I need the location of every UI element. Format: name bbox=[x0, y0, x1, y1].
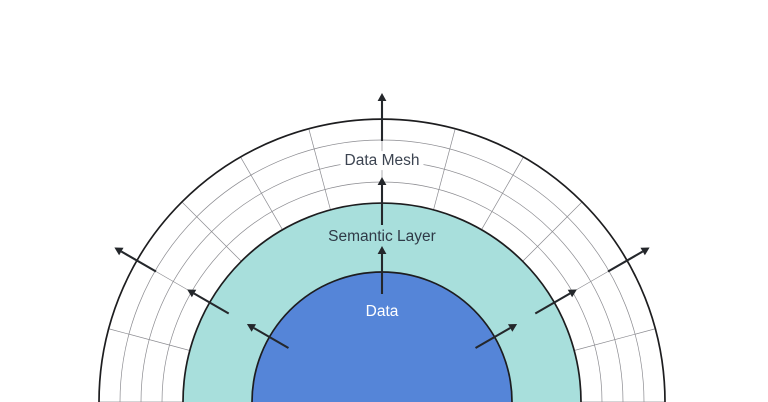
mesh-spoke-45 bbox=[522, 201, 583, 262]
label-backplate-data-mesh bbox=[340, 151, 424, 171]
arrow-shaft bbox=[120, 250, 157, 273]
arrow-shaft bbox=[253, 327, 289, 349]
mesh-spoke-105 bbox=[308, 128, 331, 210]
arrow-shaft bbox=[475, 327, 511, 349]
arrow-data-to-semantic-150 bbox=[246, 324, 289, 349]
mesh-spoke-75 bbox=[433, 128, 456, 210]
arrow-head bbox=[567, 289, 577, 298]
mesh-spoke-120 bbox=[240, 156, 283, 230]
arrow-head bbox=[114, 247, 124, 256]
arrow-semantic-to-mesh-30 bbox=[534, 289, 577, 315]
label-semantic-layer: Semantic Layer bbox=[328, 228, 436, 245]
arrow-mesh-outward-90 bbox=[377, 93, 387, 141]
mesh-spoke-15 bbox=[574, 328, 656, 351]
arrow-head bbox=[187, 289, 197, 298]
arrow-mesh-outward-30 bbox=[607, 247, 650, 273]
arrow-head bbox=[377, 246, 387, 254]
mesh-spoke-165 bbox=[108, 328, 190, 351]
layer-labels: Data Mesh Semantic Layer Data bbox=[328, 152, 436, 320]
arrow-data-to-semantic-90 bbox=[377, 246, 387, 294]
arrow-shaft bbox=[534, 292, 571, 315]
arrow-shaft bbox=[193, 292, 230, 315]
mesh-spoke-60 bbox=[481, 156, 524, 230]
arrow-head bbox=[377, 93, 387, 101]
arrow-data-to-semantic-30 bbox=[475, 324, 518, 349]
arrow-mesh-outward-150 bbox=[114, 247, 157, 273]
layer-fill-data bbox=[252, 272, 512, 402]
arrow-head bbox=[246, 324, 257, 332]
arrow-head bbox=[640, 247, 650, 256]
label-data: Data bbox=[366, 303, 399, 320]
arrow-semantic-to-mesh-150 bbox=[187, 289, 230, 315]
arrow-shaft bbox=[607, 250, 644, 273]
arrow-semantic-to-mesh-90 bbox=[377, 177, 387, 225]
flow-arrows bbox=[114, 93, 650, 349]
label-data-mesh: Data Mesh bbox=[345, 152, 420, 169]
arrow-head bbox=[507, 324, 518, 332]
mesh-spoke-135 bbox=[181, 201, 242, 262]
arrow-head bbox=[377, 177, 387, 185]
